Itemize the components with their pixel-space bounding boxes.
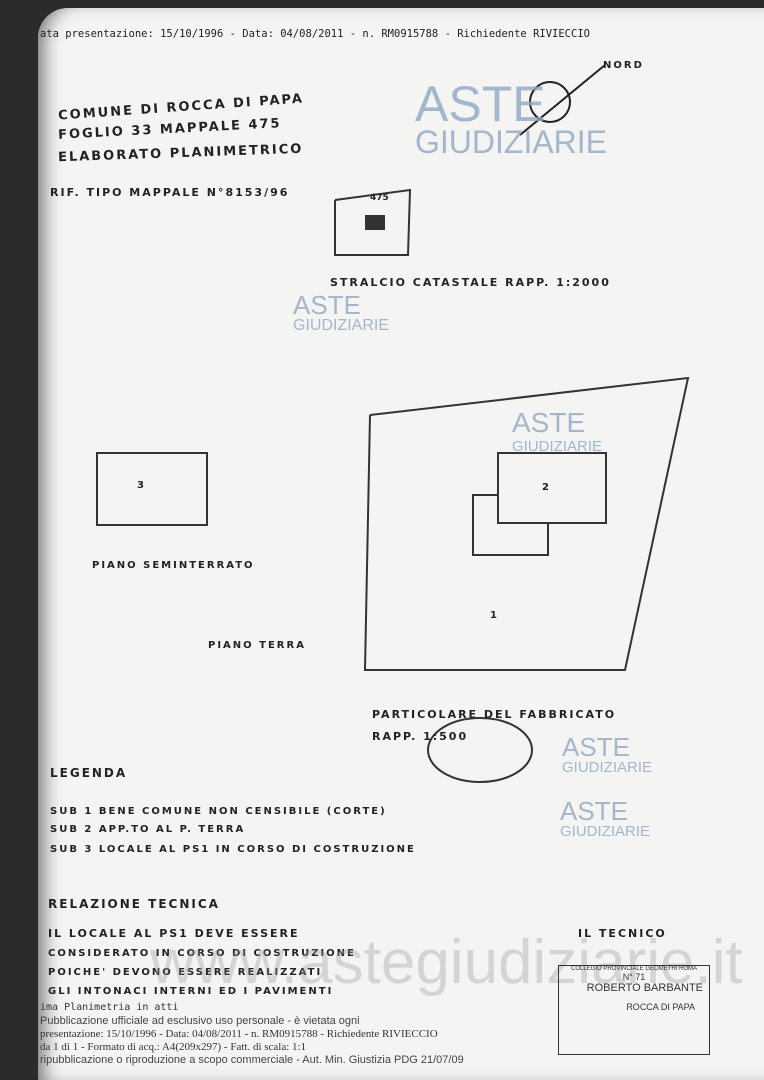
document-page: [38, 8, 764, 1080]
stralcio-parcel-sketch: [334, 188, 412, 256]
watermark-giudiziarie: GIUDIZIARIE: [562, 759, 653, 776]
stamp-line: COLLEGIO PROVINCIALE GEOMETRI ROMA: [570, 966, 698, 972]
watermark-giudiziarie: GIUDIZIARIE: [293, 317, 390, 334]
footer-line-2: da 1 di 1 - Formato di acq.: A4(209x297)…: [40, 1041, 307, 1053]
particolare-label: PARTICOLARE DEL FABBRICATO: [372, 708, 617, 721]
legend-title: LEGENDA: [50, 766, 128, 780]
watermark-aste: ASTE: [560, 796, 628, 826]
relazione-line: CONSIDERATO IN CORSO DI COSTRUZIONE: [48, 948, 356, 959]
legend-item: SUB 1 BENE COMUNE NON CENSIBILE (CORTE): [50, 806, 387, 817]
planimetria-note: ima Planimetria in atti: [40, 1002, 179, 1013]
professional-stamp: COLLEGIO PROVINCIALE GEOMETRI ROMA N° 71…: [558, 965, 710, 1055]
stamp-line: ROCCA DI PAPA: [626, 1002, 695, 1012]
publication-notice: ripubblicazione o riproduzione a scopo c…: [40, 1054, 464, 1066]
piano-seminterrato-label: PIANO SEMINTERRATO: [92, 560, 255, 571]
sub2-label: 2: [542, 482, 551, 493]
watermark-aste: ASTE: [562, 732, 630, 762]
ref-tipo: RIF. TIPO MAPPALE N°8153/96: [50, 186, 290, 199]
watermark-giudiziarie: GIUDIZIARIE: [560, 823, 651, 840]
header-line: ata presentazione: 15/10/1996 - Data: 04…: [40, 28, 590, 40]
footer-line-1: presentazione: 15/10/1996 - Data: 04/08/…: [40, 1028, 438, 1040]
watermark-aste: ASTE: [415, 76, 546, 132]
watermark-giudiziarie: GIUDIZIARIE: [415, 124, 608, 160]
watermark-aste: ASTE: [293, 290, 361, 320]
north-label: NORD: [603, 60, 644, 71]
scale-ellipse: [427, 717, 533, 783]
sub3-label: 3: [137, 480, 146, 491]
piano-terra-label: PIANO TERRA: [208, 640, 306, 651]
stamp-line: N° 71: [622, 972, 646, 982]
stralcio-parcel-number: 475: [370, 193, 389, 203]
stralcio-label: STRALCIO CATASTALE RAPP. 1:2000: [330, 276, 611, 289]
relazione-line: IL LOCALE AL PS1 DEVE ESSERE: [48, 927, 300, 940]
stamp-line: ROBERTO BARBANTE: [586, 982, 703, 994]
legend-item: SUB 3 LOCALE AL PS1 IN CORSO DI COSTRUZI…: [50, 844, 416, 855]
scala-label: RAPP. 1:500: [372, 730, 469, 743]
watermark-giudiziarie: GIUDIZIARIE: [512, 438, 603, 455]
north-arrow-icon: [519, 64, 606, 136]
legend-item: SUB 2 APP.TO AL P. TERRA: [50, 824, 246, 835]
tecnico-label: IL TECNICO: [578, 927, 667, 940]
relazione-title: RELAZIONE TECNICA: [48, 897, 220, 911]
relazione-line: GLI INTONACI INTERNI ED I PAVIMENTI: [48, 986, 334, 997]
publication-notice: Pubblicazione ufficiale ad esclusivo uso…: [40, 1015, 360, 1027]
relazione-line: POICHE' DEVONO ESSERE REALIZZATI: [48, 967, 323, 978]
ground-floor-plan: [363, 376, 690, 671]
sub3-room: [96, 452, 208, 526]
sub1-label: 1: [490, 610, 499, 621]
watermark-url: www.astegiudiziarie.it: [150, 928, 743, 997]
watermark-aste: ASTE: [512, 407, 586, 438]
